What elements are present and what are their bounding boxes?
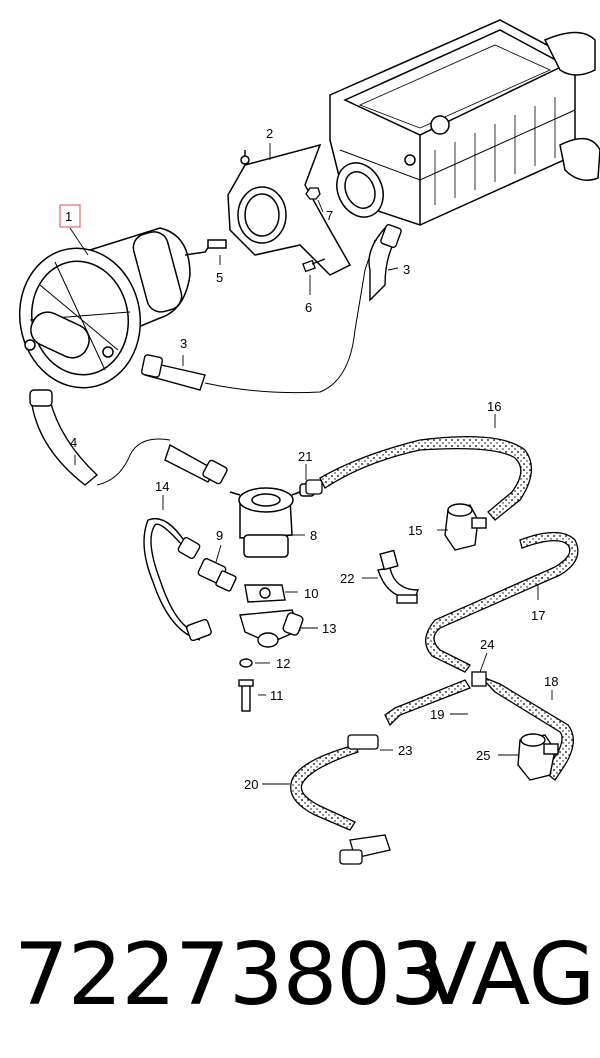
vacuum-hose-17: [425, 531, 579, 673]
callout-3: 3: [180, 336, 187, 351]
solenoid-valve-25: [517, 733, 559, 781]
callout-17: 17: [531, 608, 545, 623]
hose-clip-22: [377, 549, 420, 604]
vacuum-hoses-lower: [290, 671, 574, 865]
bolt: [302, 187, 326, 273]
parts-exploded-diagram: 1 2 3 3 4 5 6 7 8 9 10 11 12 13 14 15 16…: [18, 19, 600, 865]
callout-15: 15: [408, 523, 422, 538]
callout-1-highlight-box: [59, 204, 81, 228]
vacuum-hose-16: [305, 436, 532, 521]
callout-7: 7: [326, 208, 333, 223]
callout-labels: 1 2 3 3 4 5 6 7 8 9 10 11 12 13 14 15 16…: [59, 126, 558, 792]
secondary-air-pump: [18, 227, 227, 389]
pipe-14: [143, 518, 212, 642]
callout-13: 13: [322, 621, 336, 636]
callout-12: 12: [276, 656, 290, 671]
callout-leaders: [69, 143, 553, 785]
footer: 72273803 VAG: [0, 915, 600, 1035]
callout-11: 11: [270, 688, 284, 703]
callout-20: 20: [244, 777, 258, 792]
callout-6: 6: [305, 300, 312, 315]
mounting-bracket: [227, 143, 352, 276]
callout-21: 21: [298, 449, 312, 464]
part-number: 72273803: [14, 925, 445, 1025]
callout-18: 18: [544, 674, 558, 689]
callout-23: 23: [398, 743, 412, 758]
solenoid-valve-15: [444, 503, 487, 551]
air-filter-housing: [329, 19, 600, 226]
callout-14: 14: [155, 479, 169, 494]
callout-3: 3: [403, 262, 410, 277]
callout-1: 1: [65, 209, 72, 224]
callout-22: 22: [340, 571, 354, 586]
connecting-pipe-fittings: [197, 558, 304, 712]
callout-19: 19: [430, 707, 444, 722]
combination-valve: [229, 483, 315, 558]
hose-3-lower: [140, 224, 402, 394]
callout-16: 16: [487, 399, 501, 414]
callout-4: 4: [70, 435, 77, 450]
callout-24: 24: [480, 637, 494, 652]
brand-name: VAG: [418, 925, 596, 1025]
callout-10: 10: [304, 586, 318, 601]
callout-8: 8: [310, 528, 317, 543]
callout-25: 25: [476, 748, 490, 763]
callout-9: 9: [216, 528, 223, 543]
callout-2: 2: [266, 126, 273, 141]
callout-5: 5: [216, 270, 223, 285]
valve-inlet-hose: [164, 443, 228, 485]
hose-4: [29, 389, 171, 486]
